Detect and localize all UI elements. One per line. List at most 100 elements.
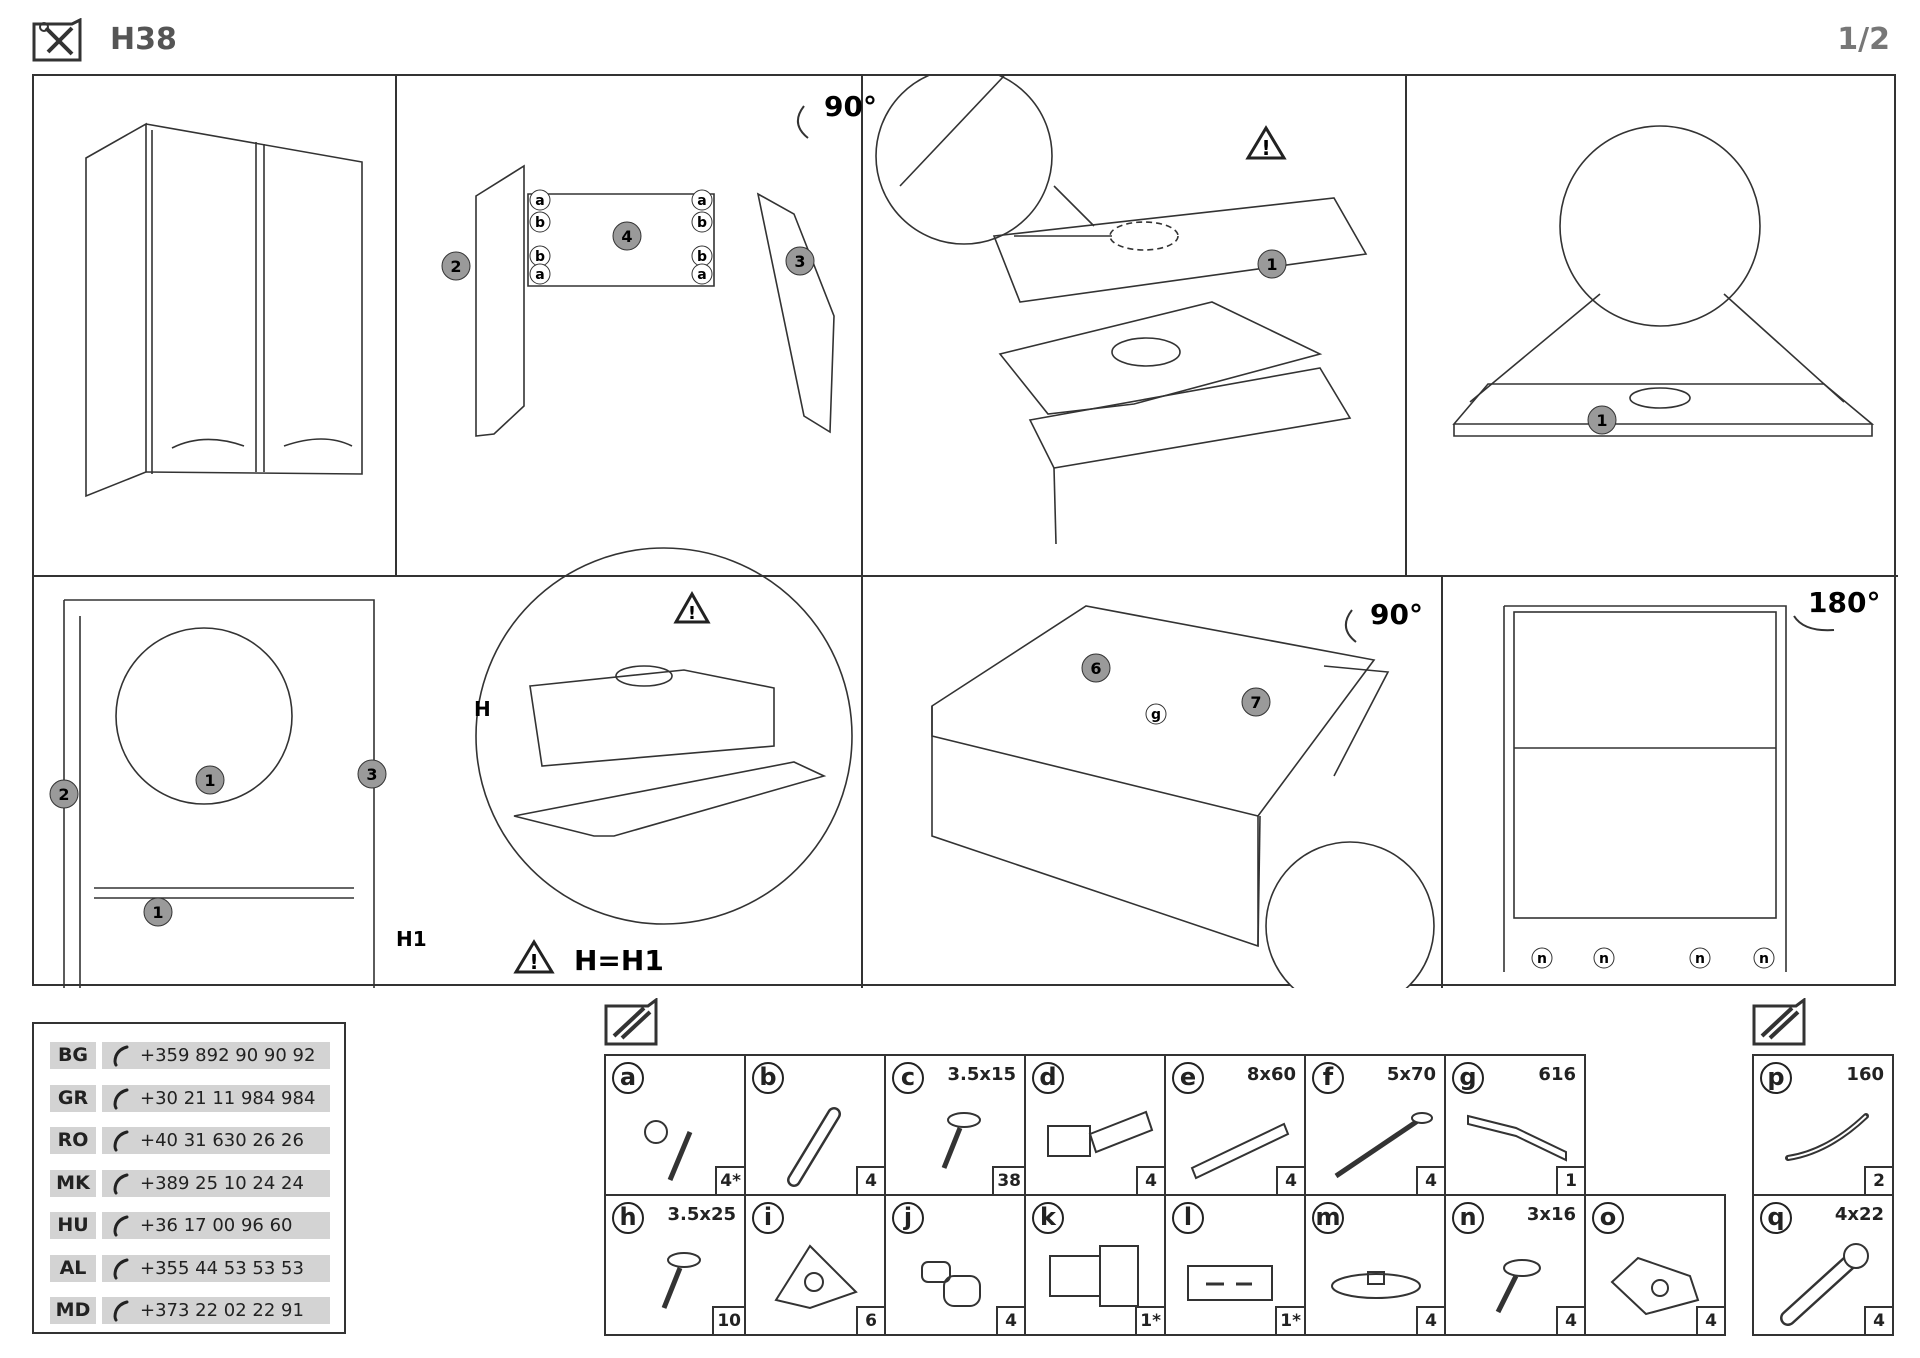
hinge-icon [1047,1110,1154,1157]
part-quantity: 1* [1135,1306,1166,1336]
part-quantity: 4* [715,1166,746,1196]
phone-field: +36 17 00 96 60 [102,1212,330,1239]
rotate-90-label: 90° [824,90,877,123]
part-letter: q [1760,1202,1792,1234]
svg-text:!: ! [529,950,538,974]
step1-cabinet [85,122,363,498]
svg-text:2: 2 [58,785,69,804]
warning-triangle-icon: ! [1245,125,1287,160]
part-quantity: 4 [1864,1306,1894,1336]
screw-icon [661,1252,701,1309]
step2-labels: 2 4 3 a b b a a b b a 90° [441,90,877,285]
svg-text:1: 1 [1596,411,1607,430]
part-letter: j [892,1202,924,1234]
height-equation: H=H1 [574,944,664,977]
part-letter: e [1172,1062,1204,1094]
country-code: RO [50,1127,96,1154]
country-code: BG [50,1042,96,1069]
part-quantity: 1* [1275,1306,1306,1336]
wall-plug-icon [1190,1122,1290,1180]
step4-labels: 1 [1587,405,1617,435]
part-quantity: 4 [856,1166,886,1196]
step5-hood-detail [475,547,853,925]
step5-frame [63,599,375,988]
svg-text:a: a [535,193,544,209]
rotate-90-label-2: 90° [1370,598,1423,631]
profile-strip-icon [1467,1114,1567,1162]
part-letter: o [1592,1202,1624,1234]
step3-hood [875,76,1368,545]
step5-labels: 2 3 1 1 H1 [49,759,427,951]
part-cell-l: l 1* [1164,1194,1306,1336]
contact-row: HU+36 17 00 96 60 [50,1212,332,1239]
part-letter: k [1032,1202,1064,1234]
step2-sides [475,164,835,437]
part-letter: l [1172,1202,1204,1234]
part-quantity: 4 [1416,1166,1446,1196]
part-size: 3.5x15 [947,1064,1016,1085]
part-quantity: 4 [1276,1166,1306,1196]
page-number: 1/2 [1837,22,1890,57]
wood-dowel-icon [787,1107,841,1187]
phone-icon [113,1215,129,1237]
phone-icon [113,1258,129,1279]
part-letter: n [1452,1202,1484,1234]
model-code: H38 [110,22,177,57]
svg-text:!: ! [688,603,696,624]
svg-text:1: 1 [1266,255,1277,274]
hanging-fitting-icon [1049,1245,1139,1307]
assembly-steps-panel: 2 4 3 a b b a a b b a 90° 1 [32,74,1898,988]
svg-text:a: a [697,267,706,283]
country-code: MK [50,1169,96,1197]
svg-text:b: b [697,249,707,265]
bolt-icon [1780,1243,1869,1326]
h1-label: H1 [396,927,427,951]
part-size: 3x16 [1526,1204,1576,1225]
country-code: GR [50,1084,96,1112]
assembly-illustration: 2 4 3 a b b a a b b a 90° 1 [34,76,1898,988]
phone-icon [113,1173,129,1194]
cam-lock-icon [644,1120,693,1181]
part-quantity: 4 [1556,1306,1586,1336]
phone-number[interactable]: +30 21 11 984 984 [140,1087,316,1109]
screw-icon [941,1112,981,1169]
part-letter: d [1032,1062,1064,1094]
phone-field: +355 44 53 53 53 [102,1254,330,1282]
phone-field: +373 22 02 22 91 [102,1297,330,1324]
phone-number[interactable]: +40 31 630 26 26 [140,1130,304,1151]
phone-field: +389 25 10 24 24 [102,1169,330,1197]
flat-head-screw-icon [1495,1259,1541,1314]
part-quantity: 1 [1556,1166,1586,1196]
svg-text:a: a [535,267,544,283]
phone-field: +30 21 11 984 984 [102,1084,330,1112]
corner-bracket-icon [774,1244,858,1310]
phone-number[interactable]: +359 892 90 90 92 [140,1045,316,1066]
part-letter: b [752,1062,784,1094]
phone-number[interactable]: +373 22 02 22 91 [140,1300,304,1321]
step7-labels: 180° n n n n [1531,586,1880,969]
phone-icon [113,1045,129,1067]
phone-number[interactable]: +355 44 53 53 53 [140,1257,304,1279]
svg-text:b: b [535,215,545,231]
part-letter: i [752,1202,784,1234]
step6-box [931,605,1390,948]
phone-number[interactable]: +389 25 10 24 24 [140,1172,304,1194]
part-quantity: 4 [1136,1166,1166,1196]
phone-number[interactable]: +36 17 00 96 60 [140,1215,293,1236]
step4-brackets [1452,125,1875,437]
part-letter: g [1452,1062,1484,1094]
svg-text:g: g [1151,707,1161,723]
svg-text:7: 7 [1250,693,1261,712]
part-quantity: 2 [1864,1166,1894,1196]
contact-row: BG +359 892 90 90 92 [50,1042,332,1069]
country-code: AL [50,1254,96,1282]
part-letter: h [612,1202,644,1234]
svg-text:n: n [1759,951,1769,967]
